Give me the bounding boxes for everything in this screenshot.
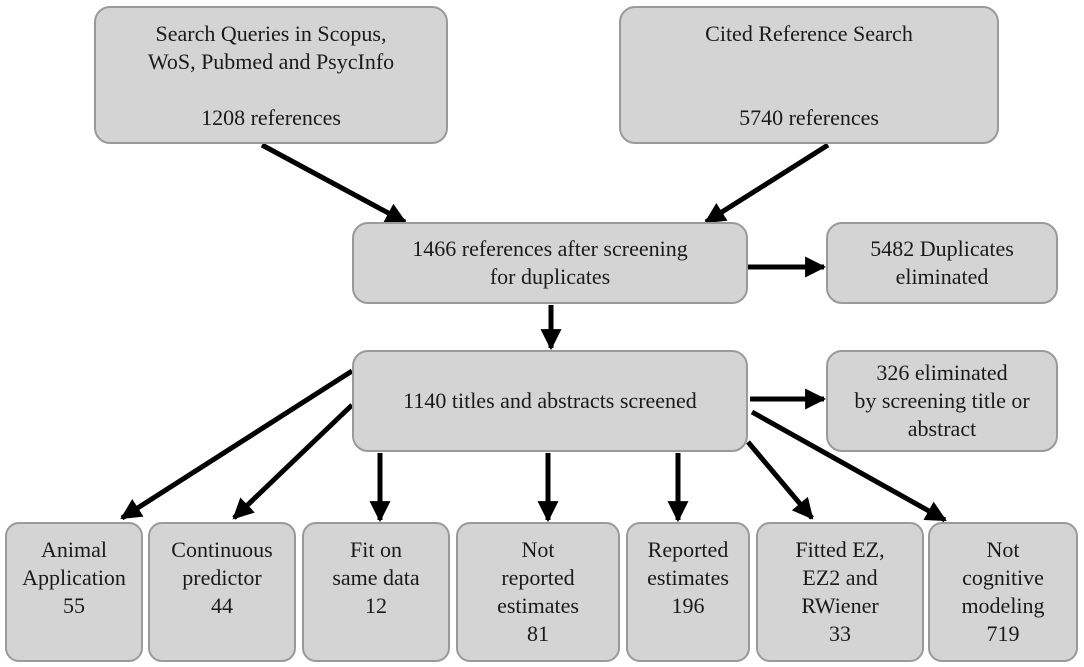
category-label-line: cognitive <box>962 565 1044 590</box>
category-not-reported-estimates: Not reported estimates 81 <box>456 522 620 662</box>
cited-reference-box: Cited Reference Search 5740 references <box>619 6 999 144</box>
category-label-line: Application <box>22 565 126 590</box>
eliminated-line-1: 326 eliminated <box>876 360 1008 385</box>
arrow-search-to-dedup <box>260 142 407 225</box>
duplicates-line-1: 5482 Duplicates <box>870 236 1014 261</box>
search-queries-line-1: Search Queries in Scopus, <box>155 21 387 46</box>
cited-reference-line-1: Cited Reference Search <box>705 21 913 46</box>
arrow-to-not-cognitive <box>750 409 947 523</box>
screened-box: 1140 titles and abstracts screened <box>352 350 748 452</box>
arrow-cited-to-dedup <box>704 142 830 225</box>
category-label-line: Reported <box>647 537 729 562</box>
eliminated-box: 326 eliminated by screening title or abs… <box>826 350 1058 452</box>
category-count: 12 <box>365 593 387 618</box>
category-label-line: Fitted EZ, <box>795 537 885 562</box>
dedup-line-2: for duplicates <box>489 264 611 289</box>
category-reported-estimates: Reported estimates 196 <box>626 522 750 662</box>
category-label-line: Animal <box>41 537 107 562</box>
search-queries-line-2: WoS, Pubmed and PsycInfo <box>147 49 395 74</box>
category-label-line: reported <box>501 565 575 590</box>
category-label-line: Fit on <box>350 537 402 562</box>
eliminated-line-2: by screening title or <box>854 388 1030 413</box>
category-count: 44 <box>211 593 233 618</box>
category-label-line: same data <box>332 565 420 590</box>
search-queries-count: 1208 references <box>201 105 341 130</box>
category-label-line: Continuous <box>171 537 273 562</box>
eliminated-line-3: abstract <box>907 416 977 441</box>
cited-reference-count: 5740 references <box>739 105 879 130</box>
category-label-line: estimates <box>647 565 729 590</box>
arrow-to-fitted-ez <box>746 440 814 520</box>
screened-line-1: 1140 titles and abstracts screened <box>403 388 697 413</box>
category-count: 196 <box>671 593 705 618</box>
category-fit-on-same-data: Fit on same data 12 <box>302 522 450 662</box>
category-label-line: Not <box>521 537 555 562</box>
category-count: 33 <box>829 621 851 646</box>
dedup-box: 1466 references after screening for dupl… <box>352 222 748 304</box>
category-label-line: predictor <box>182 565 262 590</box>
arrow-to-continuous <box>232 403 354 520</box>
arrow-to-animal <box>120 368 354 521</box>
dedup-line-1: 1466 references after screening <box>412 236 688 261</box>
category-not-cognitive-modeling: Not cognitive modeling 719 <box>928 522 1078 662</box>
duplicates-box: 5482 Duplicates eliminated <box>826 222 1058 304</box>
category-count: 81 <box>527 621 549 646</box>
category-fitted-ez: Fitted EZ, EZ2 and RWiener 33 <box>756 522 924 662</box>
category-continuous-predictor: Continuous predictor 44 <box>148 522 296 662</box>
category-label-line: RWiener <box>801 593 879 618</box>
category-count: 55 <box>63 593 85 618</box>
category-label-line: EZ2 and <box>802 565 878 590</box>
category-label-line: modeling <box>961 593 1045 618</box>
category-count: 719 <box>986 621 1020 646</box>
category-label-line: Not <box>986 537 1020 562</box>
duplicates-line-2: eliminated <box>895 264 989 289</box>
category-label-line: estimates <box>497 593 579 618</box>
category-animal-application: Animal Application 55 <box>5 522 143 662</box>
search-queries-box: Search Queries in Scopus, WoS, Pubmed an… <box>94 6 448 144</box>
